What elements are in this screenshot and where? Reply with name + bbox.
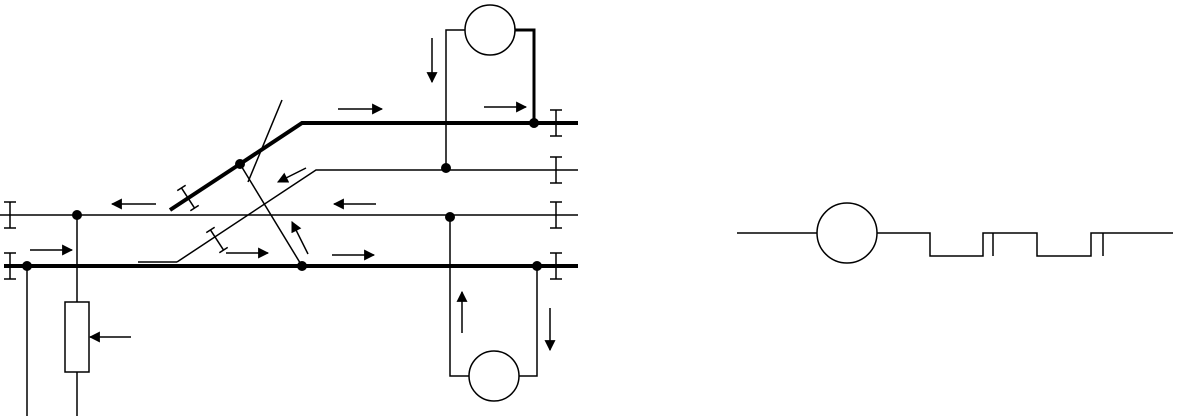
insulated-joint-5 [4, 201, 16, 229]
top-signal-right-lead [515, 28, 536, 123]
bottom-signal-circle [468, 350, 520, 402]
resistor-box [64, 301, 90, 373]
junction-dot-3 [72, 210, 82, 220]
junction-dot-2 [297, 261, 307, 271]
insulated-joint-diag-1 [176, 184, 200, 212]
tracks [0, 99, 578, 268]
current-arrow-6 [277, 167, 307, 183]
bottom-signal-left-lead [449, 217, 470, 377]
right-schematic [737, 202, 1173, 264]
square-pulse-waveform [877, 232, 1173, 257]
top-signal-circle [464, 4, 516, 56]
insulated-joint-6 [4, 252, 16, 280]
top-signal-left-lead [445, 29, 465, 168]
insulated-joint-3 [550, 201, 562, 229]
insulated-joint-4 [550, 252, 562, 280]
wiring [26, 28, 538, 416]
insulated-joint-1 [550, 109, 562, 137]
junction-dot-6 [445, 212, 455, 222]
insulated-joint-diag-2 [205, 226, 229, 254]
junction-dot-8 [532, 261, 542, 271]
current-arrow-10 [291, 221, 309, 255]
right-signal-circle [816, 202, 878, 264]
junction-dot-7 [529, 118, 539, 128]
track-upper-second [176, 169, 578, 263]
insulated-joints [4, 109, 562, 280]
junction-dots [22, 118, 542, 271]
insulated-joint-2 [550, 156, 562, 184]
junction-dot-1 [235, 159, 245, 169]
crossing-line [247, 99, 283, 183]
left-schematic [0, 4, 578, 416]
bottom-signal-right-lead [519, 266, 538, 377]
diagonal-connector [239, 163, 303, 267]
track-upper-main [238, 121, 578, 166]
junction-dot-5 [441, 163, 451, 173]
junction-dot-4 [22, 261, 32, 271]
current-arrows [30, 38, 556, 352]
crossover-upper [168, 162, 242, 212]
